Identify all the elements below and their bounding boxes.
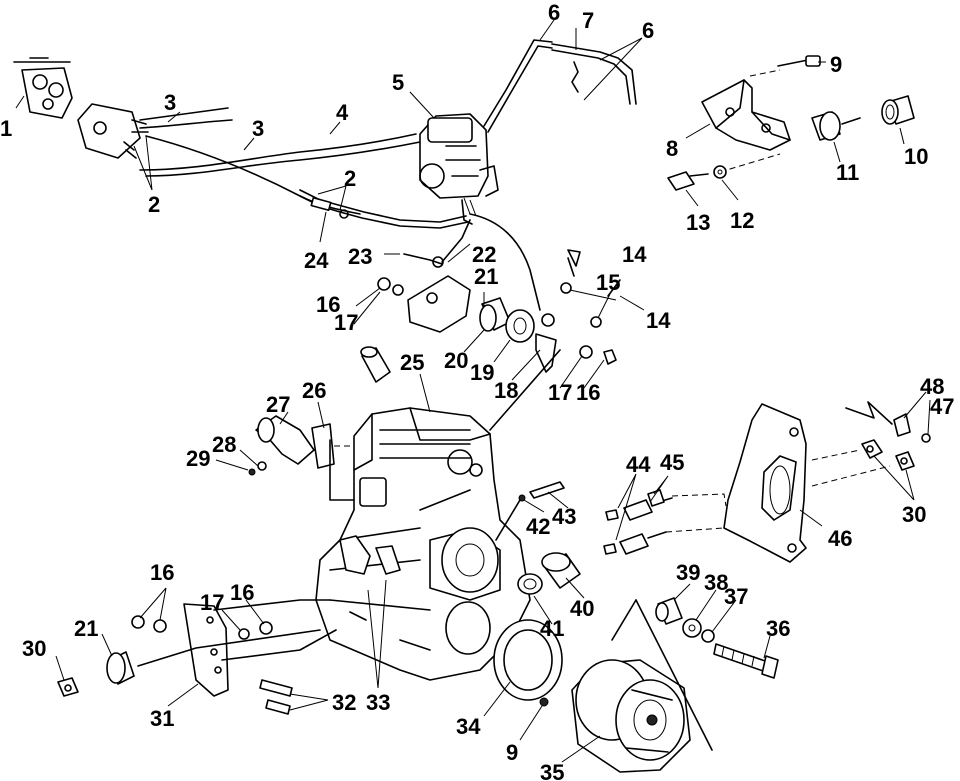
callout-42: 42 (526, 514, 550, 539)
throttle-cable-drawing (483, 39, 637, 133)
intake-and-linkage-drawing (377, 213, 621, 373)
callout-6: 6 (642, 18, 654, 43)
small-hardware-drawing (667, 55, 915, 191)
callout-5: 5 (392, 70, 404, 95)
callout-8: 8 (666, 136, 678, 161)
callout-9: 9 (830, 52, 842, 77)
callout-2: 2 (344, 166, 356, 191)
callout-30: 30 (22, 636, 46, 661)
callout-16: 16 (150, 560, 174, 585)
callout-38: 38 (704, 570, 728, 595)
callout-15: 15 (596, 270, 620, 295)
callout-32: 32 (332, 690, 356, 715)
callout-17: 17 (200, 590, 224, 615)
callout-14: 14 (622, 242, 647, 267)
callout-33: 33 (366, 690, 390, 715)
callout-4: 4 (336, 100, 349, 125)
callout-13: 13 (686, 210, 710, 235)
callout-41: 41 (540, 616, 564, 641)
callout-16: 16 (316, 292, 340, 317)
fuel-lines-drawing (139, 107, 469, 229)
callout-11: 11 (836, 160, 859, 185)
lower-left-mount-drawing (57, 599, 337, 715)
callout-21: 21 (74, 616, 98, 641)
callout-14: 14 (646, 308, 671, 333)
callout-16: 16 (230, 580, 254, 605)
callout-17: 17 (548, 380, 572, 405)
spark-plug-and-elbow-drawing (248, 346, 391, 476)
callout-35: 35 (540, 760, 564, 781)
engine-block-drawing (315, 349, 561, 681)
callout-39: 39 (676, 560, 700, 585)
callout-28: 28 (212, 432, 236, 457)
callout-26: 26 (302, 378, 326, 403)
callout-27: 27 (266, 392, 290, 417)
clutch-hardware-drawing (517, 552, 779, 679)
callout-1: 1 (0, 116, 12, 141)
callout-48: 48 (920, 374, 944, 399)
callout-6: 6 (548, 0, 560, 25)
callout-18: 18 (494, 378, 518, 403)
callout-2: 2 (148, 192, 160, 217)
callout-19: 19 (470, 360, 494, 385)
callout-3: 3 (252, 116, 264, 141)
callout-7: 7 (582, 8, 594, 33)
motor-mount-bracket-drawing (723, 403, 891, 563)
callout-37: 37 (724, 584, 748, 609)
callout-25: 25 (400, 350, 424, 375)
bracket-drawing (701, 69, 791, 173)
callout-3: 3 (164, 90, 176, 115)
fuel-pump-drawing (13, 57, 149, 159)
callout-20: 20 (444, 348, 468, 373)
callout-10: 10 (904, 144, 928, 169)
callout-30: 30 (902, 502, 926, 527)
callout-34: 34 (456, 714, 481, 739)
callout-47: 47 (930, 394, 954, 419)
callout-12: 12 (730, 208, 754, 233)
callout-16: 16 (576, 380, 600, 405)
callout-46: 46 (828, 526, 852, 551)
callout-29: 29 (186, 446, 210, 471)
callout-31: 31 (150, 706, 174, 731)
callout-17: 17 (334, 310, 358, 335)
drive-clutch-drawing (493, 599, 713, 773)
callout-36: 36 (766, 616, 790, 641)
callout-21: 21 (474, 264, 498, 289)
carburetor-drawing (419, 113, 499, 225)
callout-45: 45 (660, 450, 684, 475)
callout-22: 22 (472, 242, 496, 267)
callout-23: 23 (348, 244, 372, 269)
callout-40: 40 (570, 596, 594, 621)
right-side-hardware-drawing (845, 401, 931, 471)
callout-44: 44 (626, 452, 651, 477)
callout-24: 24 (304, 248, 329, 273)
leader-lines (15, 19, 931, 763)
mount-hardware-drawing (518, 481, 727, 555)
callout-43: 43 (552, 504, 576, 529)
callout-9: 9 (506, 740, 518, 765)
